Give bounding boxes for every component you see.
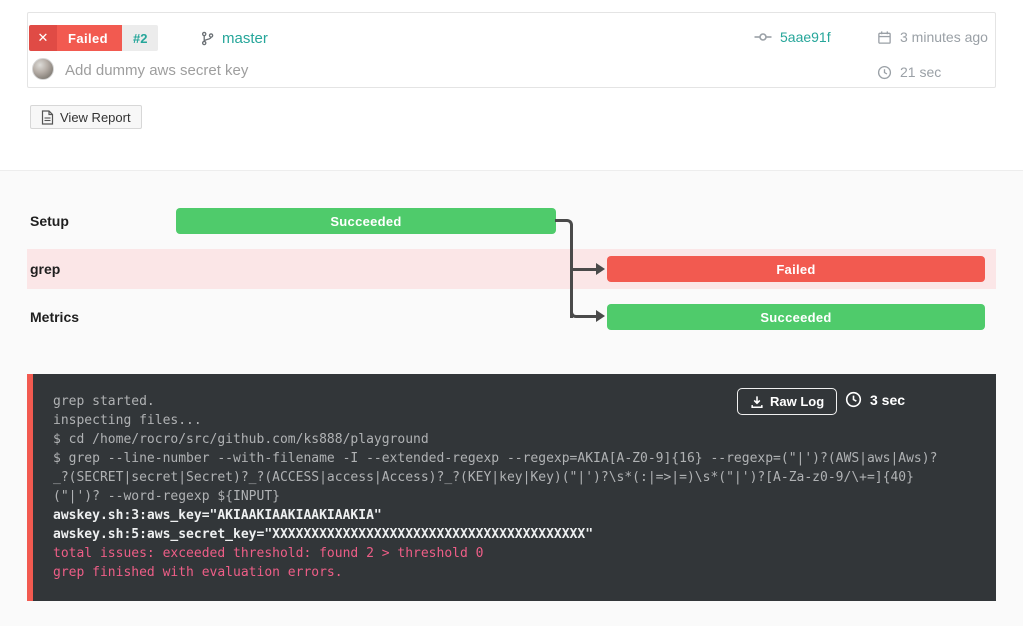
stage-label-setup: Setup (30, 213, 69, 229)
stage-status-grep[interactable]: Failed (607, 256, 985, 282)
log-line: grep started. (53, 394, 155, 409)
connector-arrowhead-metrics (596, 310, 605, 322)
connector-elbow-metrics (570, 271, 597, 318)
log-line: $ cd /home/rocro/src/github.com/ks888/pl… (53, 432, 429, 447)
git-branch-icon (201, 31, 214, 45)
stage-duration: 3 sec (845, 391, 905, 408)
commit-hash: 5aae91f (780, 29, 831, 45)
log-line-match: awskey.sh:3:aws_key="AKIAAKIAAKIAAKIAAKI… (53, 508, 382, 523)
log-line-error: total issues: exceeded threshold: found … (53, 546, 484, 561)
log-line: _?(SECRET|secret|Secret)?_?(ACCESS|acces… (53, 470, 914, 485)
log-line: inspecting files... (53, 413, 202, 428)
download-icon (751, 395, 763, 408)
raw-log-button[interactable]: Raw Log (737, 388, 838, 415)
build-status-label: Failed (57, 25, 122, 51)
log-console: grep started. inspecting files... $ cd /… (27, 374, 996, 601)
clock-icon (877, 65, 892, 79)
failed-x-icon: ✕ (29, 25, 57, 51)
view-report-button[interactable]: View Report (30, 105, 142, 129)
build-duration: 21 sec (877, 62, 941, 82)
stage-duration-label: 3 sec (870, 391, 906, 408)
build-time: 3 minutes ago (877, 27, 988, 47)
build-status-badge: ✕ Failed #2 (29, 25, 159, 51)
stage-label-grep: grep (30, 261, 61, 277)
build-summary-card: ✕ Failed #2 master 5aae91f (27, 12, 996, 88)
raw-log-label: Raw Log (770, 394, 825, 409)
time-ago-label: 3 minutes ago (900, 29, 988, 45)
log-line: ("|')? --word-regexp ${INPUT} (53, 489, 280, 504)
log-line: $ grep --line-number --with-filename -I … (53, 451, 938, 466)
pipeline-panel: Setup Succeeded grep Failed Metrics Succ… (0, 170, 1023, 626)
stage-status-metrics[interactable]: Succeeded (607, 304, 985, 330)
log-line-match: awskey.sh:5:aws_secret_key="XXXXXXXXXXXX… (53, 527, 594, 542)
commit-link[interactable]: 5aae91f (754, 27, 831, 47)
log-line-error: grep finished with evaluation errors. (53, 565, 343, 580)
build-number[interactable]: #2 (121, 25, 159, 51)
author-avatar (32, 58, 54, 80)
branch-name: master (222, 29, 268, 47)
branch-link[interactable]: master (200, 25, 268, 51)
clock-icon (845, 391, 862, 408)
stage-status-setup[interactable]: Succeeded (176, 208, 556, 234)
connector-branch-grep (572, 268, 596, 271)
connector-arrowhead-grep (596, 263, 605, 275)
duration-label: 21 sec (900, 64, 942, 80)
report-document-icon (41, 109, 54, 125)
stage-label-metrics: Metrics (30, 309, 80, 325)
calendar-icon (878, 30, 891, 44)
view-report-label: View Report (60, 109, 131, 125)
git-commit-icon (754, 33, 772, 41)
connector-elbow-setup (555, 219, 573, 318)
commit-message: Add dummy aws secret key (65, 62, 249, 79)
